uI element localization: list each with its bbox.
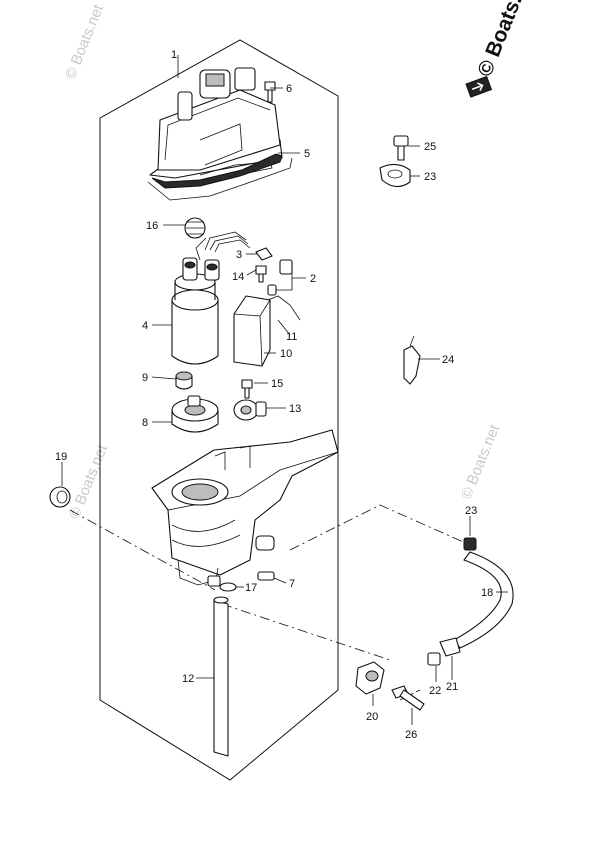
fuel-hose-18 xyxy=(453,551,514,649)
grommet-19 xyxy=(49,486,71,508)
separator-body xyxy=(151,429,339,587)
wire-harness xyxy=(195,231,251,261)
fuel-pump xyxy=(171,257,220,365)
hose-fitting-21 xyxy=(439,637,461,657)
callout-13: 13 xyxy=(289,403,301,415)
callout-10: 10 xyxy=(280,348,292,360)
callout-14: 14 xyxy=(232,271,244,283)
callout-5: 5 xyxy=(304,148,310,160)
callout-6: 6 xyxy=(286,83,292,95)
watermark-faint-1: © Boats.net xyxy=(62,1,108,81)
leader-lines xyxy=(61,55,508,725)
screw-14 xyxy=(255,265,267,283)
bracket-24 xyxy=(403,335,421,385)
center-lines xyxy=(69,504,471,701)
callout-3: 3 xyxy=(236,249,242,261)
assembly-frame xyxy=(99,39,339,781)
callout-11: 11 xyxy=(286,331,297,343)
top-cover xyxy=(149,67,283,189)
valve-13 xyxy=(233,399,267,421)
callout-21: 21 xyxy=(446,681,458,693)
grommet-16 xyxy=(184,217,206,239)
brand-watermark-text: © Boats.net xyxy=(473,0,538,80)
callout-9: 9 xyxy=(142,372,148,384)
filter-9 xyxy=(175,371,193,390)
pump-holder-8 xyxy=(171,395,219,433)
callout-17: 17 xyxy=(245,582,257,594)
callout-1: 1 xyxy=(171,49,177,61)
strap-11 xyxy=(267,295,301,321)
terminal-set-2 xyxy=(267,259,293,296)
screw-6 xyxy=(264,81,276,103)
drain-hose-12 xyxy=(213,596,229,757)
faint-watermark-text: © Boats.net xyxy=(62,1,108,81)
clip-22 xyxy=(427,652,441,666)
watermark-faint-3: © Boats.net xyxy=(458,421,504,501)
callout-18: 18 xyxy=(481,587,493,599)
screw-7 xyxy=(257,571,275,581)
callout-12: 12 xyxy=(182,673,194,685)
watermark-faint-2: © Boats.net xyxy=(66,441,112,521)
bolt-26 xyxy=(391,685,425,711)
callout-15: 15 xyxy=(271,378,283,390)
washer-17 xyxy=(219,582,237,592)
callout-23-upper: 23 xyxy=(424,171,436,183)
grommet-20 xyxy=(355,661,385,695)
callout-2: 2 xyxy=(310,273,316,285)
callout-24: 24 xyxy=(442,354,454,366)
callout-23-lower: 23 xyxy=(465,505,477,517)
callout-26: 26 xyxy=(405,729,417,741)
faint-watermark-text: © Boats.net xyxy=(458,421,504,501)
callout-4: 4 xyxy=(142,320,148,332)
callout-22: 22 xyxy=(429,685,441,697)
callout-8: 8 xyxy=(142,417,148,429)
watermark-brand: © Boats.net xyxy=(473,0,538,80)
clamp-23-upper xyxy=(379,163,411,188)
holder-10 xyxy=(233,295,271,367)
faint-watermark-text: © Boats.net xyxy=(66,441,112,521)
box-arrow-icon xyxy=(465,75,493,98)
clip-3 xyxy=(255,247,273,261)
callout-7: 7 xyxy=(289,578,295,590)
callout-16: 16 xyxy=(146,220,158,232)
callout-labels: 1 6 5 16 3 14 2 4 11 10 9 15 8 13 19 7 1… xyxy=(55,49,493,741)
callout-20: 20 xyxy=(366,711,378,723)
gasket xyxy=(147,157,293,201)
clamp-23-lower xyxy=(463,537,477,551)
callout-25: 25 xyxy=(424,141,436,153)
screw-15 xyxy=(241,379,253,399)
callout-19: 19 xyxy=(55,451,67,463)
bolt-25 xyxy=(393,135,409,161)
